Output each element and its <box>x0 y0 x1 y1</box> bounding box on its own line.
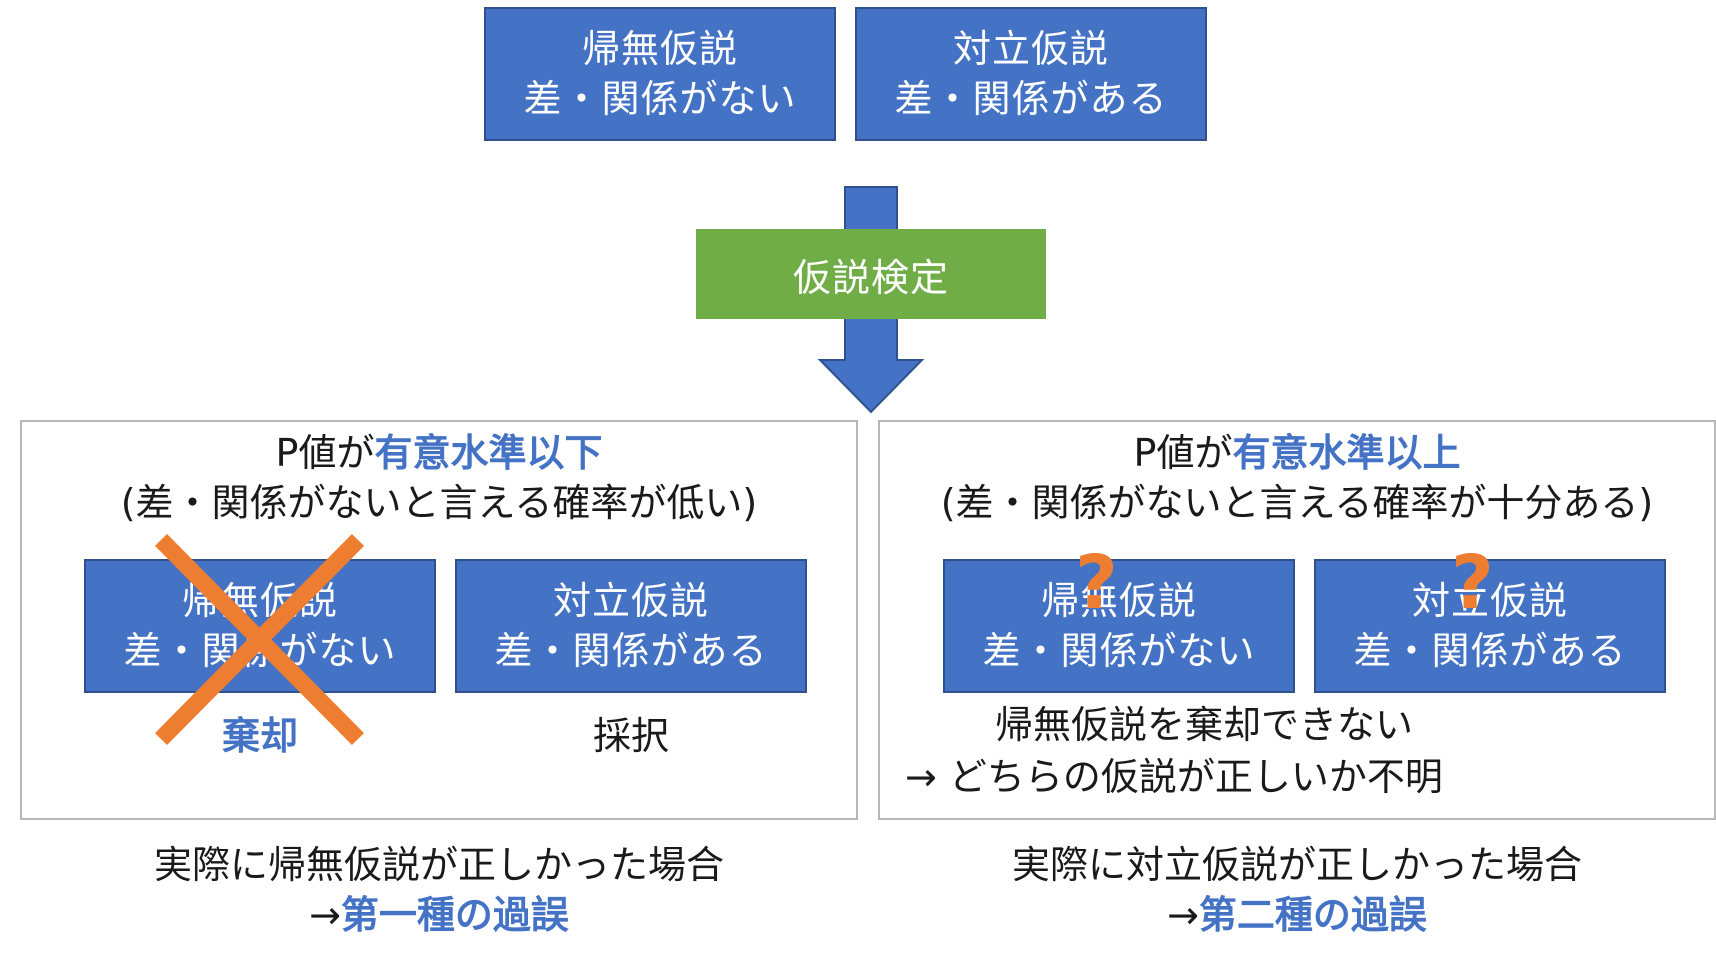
bottom-right-arrow: → <box>1167 893 1199 937</box>
right-alt-hypothesis-desc: 差・関係がある <box>1353 629 1627 673</box>
left-null-result-reject: 棄却 <box>221 714 298 758</box>
left-heading-accent: 有意水準以下 <box>374 431 603 475</box>
left-null-hypothesis-box: 帰無仮説 差・関係がない <box>84 559 436 693</box>
right-heading-prefix: P値が <box>1133 431 1233 475</box>
hypothesis-test-text: 仮説検定 <box>792 255 949 300</box>
bottom-left-error: →第一種の過誤 <box>20 890 858 940</box>
right-null-hypothesis-title: 帰無仮説 <box>1040 579 1197 623</box>
right-alt-hypothesis-title: 対立仮説 <box>1411 579 1568 623</box>
right-alt-hypothesis-box: 対立仮説 差・関係がある <box>1314 559 1666 693</box>
left-panel-heading: P値が有意水準以下 <box>20 428 858 478</box>
question-mark-icon: ? <box>1075 540 1118 626</box>
left-alt-hypothesis-desc: 差・関係がある <box>494 629 768 673</box>
right-heading-accent: 有意水準以上 <box>1232 431 1461 475</box>
right-null-hypothesis-desc: 差・関係がない <box>982 629 1256 673</box>
type-one-error-label: 第一種の過誤 <box>340 893 569 937</box>
left-alt-hypothesis-title: 対立仮説 <box>552 579 709 623</box>
bottom-right-caption: 実際に対立仮説が正しかった場合 <box>1011 843 1582 887</box>
left-heading-prefix: P値が <box>275 431 375 475</box>
right-null-hypothesis-box: 帰無仮説 差・関係がない <box>943 559 1295 693</box>
cross-stroke-2 <box>154 533 365 746</box>
left-alt-hypothesis-box: 対立仮説 差・関係がある <box>455 559 807 693</box>
right-panel-subheading: (差・関係がないと言える確率が十分ある) <box>940 481 1654 525</box>
hypothesis-test-label: 仮説検定 <box>696 229 1046 319</box>
left-alt-result-accept: 採択 <box>592 714 669 758</box>
type-two-error-label: 第二種の過誤 <box>1198 893 1427 937</box>
question-mark-icon: ? <box>1451 540 1494 626</box>
top-null-hypothesis-title: 帰無仮説 <box>581 27 738 71</box>
bottom-left-arrow: → <box>309 893 341 937</box>
top-alt-hypothesis-title: 対立仮説 <box>952 27 1109 71</box>
bottom-left-caption: 実際に帰無仮説が正しかった場合 <box>153 843 724 887</box>
top-null-hypothesis-box: 帰無仮説 差・関係がない <box>484 7 836 141</box>
top-alt-hypothesis-box: 対立仮説 差・関係がある <box>855 7 1207 141</box>
bottom-right-error: →第二種の過誤 <box>878 890 1716 940</box>
top-alt-hypothesis-desc: 差・関係がある <box>894 77 1168 121</box>
top-null-hypothesis-desc: 差・関係がない <box>523 77 797 121</box>
left-panel-subheading: (差・関係がないと言える確率が低い) <box>120 481 758 525</box>
right-note-cannot-reject: 帰無仮説を棄却できない <box>995 703 1414 747</box>
right-note-unknown: → どちらの仮説が正しいか不明 <box>905 755 1443 799</box>
right-panel-heading: P値が有意水準以上 <box>878 428 1716 478</box>
